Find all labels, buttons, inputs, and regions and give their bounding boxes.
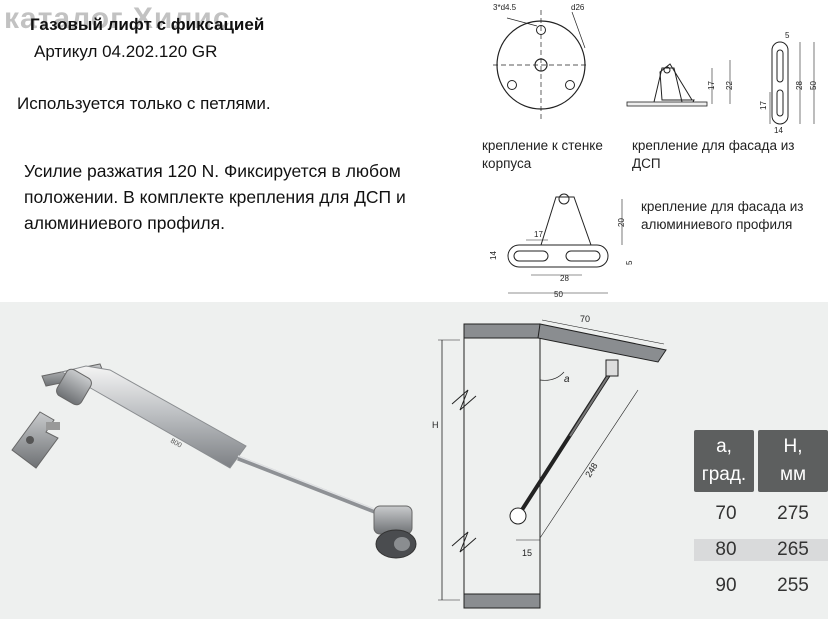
header-angle-unit: град.	[701, 464, 747, 485]
dim-20: 20	[617, 218, 626, 227]
dim-17a: 17	[707, 81, 716, 90]
strut-label: 800	[169, 438, 183, 450]
table-row: 80 265	[694, 532, 828, 568]
dim-248: 248	[583, 461, 599, 479]
angle-height-table: a, град. H, мм 70 275 80 265 90 255	[694, 430, 828, 604]
table-header: a, град. H, мм	[694, 430, 828, 492]
dim-28: 28	[795, 81, 804, 90]
description: Усилие разжатия 120 N. Фиксируется в люб…	[24, 161, 406, 233]
table-header-height: H, мм	[758, 430, 828, 492]
gas-strut-illustration: 800	[11, 363, 417, 559]
header-height-unit: мм	[779, 464, 807, 485]
dim-holes: 3*d4.5	[493, 3, 517, 12]
wall-mount-drawing: 3*d4.5 d26	[493, 3, 589, 120]
dsp-mount-caption: крепление для фасада из ДСП	[632, 138, 795, 171]
dim-17b: 17	[759, 101, 768, 110]
dim-17: 17	[534, 230, 543, 239]
header-angle-symbol: a,	[716, 436, 732, 457]
dim-a: a	[564, 374, 570, 385]
dim-50: 50	[809, 81, 818, 90]
dim-14: 14	[489, 251, 498, 260]
table-header-angle: a, град.	[694, 430, 754, 492]
dim-70: 70	[580, 314, 590, 324]
table-cell-height: 255	[777, 575, 809, 596]
wall-mount-caption: крепление к стенке корпуса	[482, 138, 603, 171]
alu-mount-drawing: 17 20 28 50 14 5	[489, 193, 634, 299]
dim-diameter: d26	[571, 3, 585, 12]
table-row: 90 255	[694, 568, 828, 604]
dim-50: 50	[554, 290, 563, 299]
alu-mount-caption: крепление для фасада из алюминиевого про…	[641, 199, 804, 232]
dim-15: 15	[522, 548, 532, 558]
dim-H: H	[432, 420, 439, 430]
dim-28: 28	[560, 274, 569, 283]
product-title: Газовый лифт с фиксацией	[30, 15, 265, 34]
table-cell-angle: 90	[715, 575, 737, 596]
dim-14: 14	[774, 126, 783, 135]
header-height-symbol: H,	[783, 436, 803, 457]
table-cell-angle: 80	[694, 539, 758, 561]
dim-22: 22	[725, 81, 734, 90]
table-cell-angle: 70	[715, 503, 737, 524]
dsp-mount-drawing: 17 22 5 28 50 17 14	[626, 31, 818, 135]
dim-5: 5	[785, 31, 790, 40]
watermark: каталог Хилис	[4, 2, 231, 35]
bottom-panel	[0, 302, 828, 619]
table-cell-height: 275	[777, 503, 809, 524]
table-row: 70 275	[694, 496, 828, 532]
article-number: Артикул 04.202.120 GR	[34, 42, 218, 61]
installation-diagram: H 70 a 248 15	[432, 314, 667, 609]
dim-5: 5	[625, 260, 634, 265]
table-cell-height: 265	[758, 539, 828, 561]
usage-note: Используется только с петлями.	[17, 94, 271, 113]
